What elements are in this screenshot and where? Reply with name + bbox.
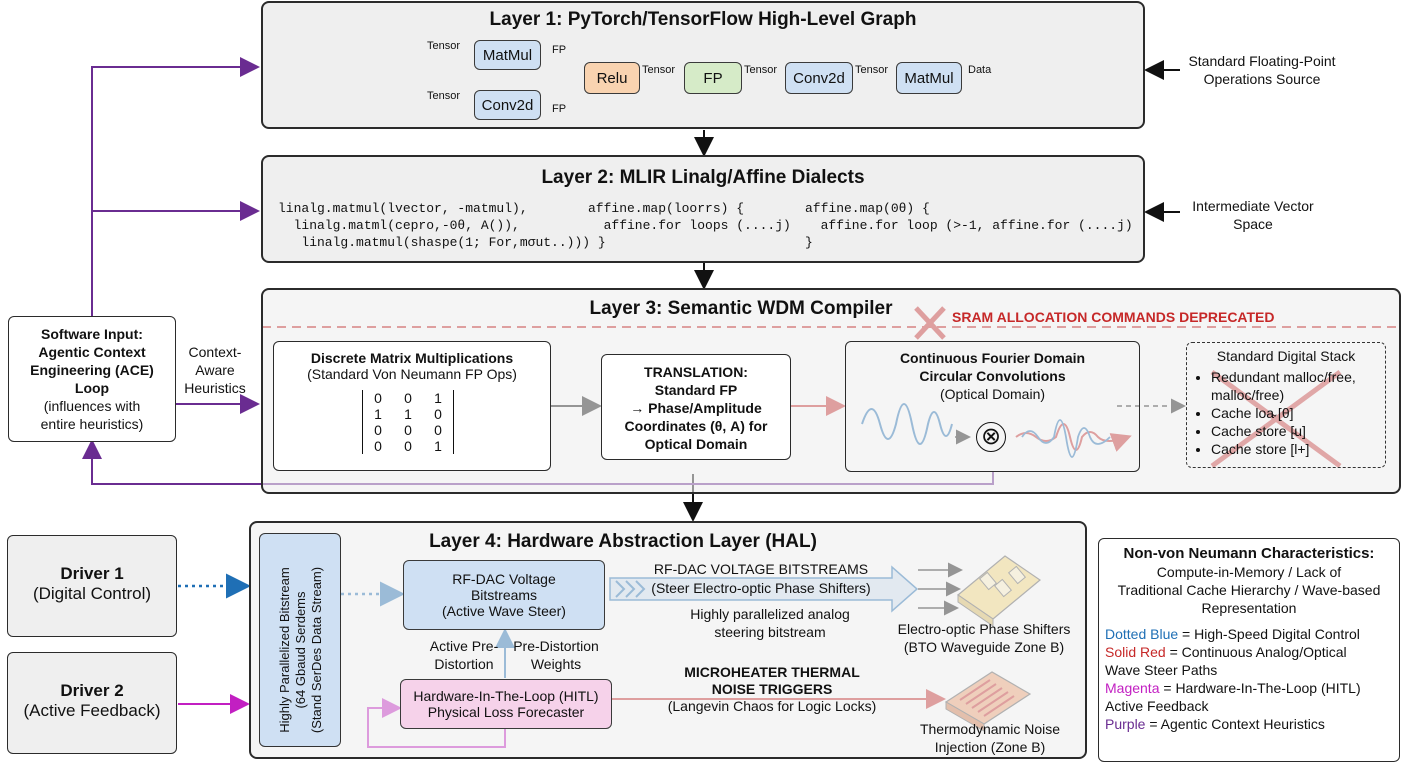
translation-box: TRANSLATION: Standard FP → Phase/Amplitu… [601, 354, 791, 460]
deprecated-label: SRAM ALLOCATION COMMANDS DEPRECATED [952, 309, 1275, 325]
layer2-code-col2: affine.map(loorrs) { affine.for loops (.… [588, 201, 791, 233]
discrete-subtitle: (Standard Von Neumann FP Ops) [307, 366, 517, 382]
edge-label-data: Data [968, 64, 992, 76]
matmul-node-2: MatMul [896, 62, 962, 94]
digital-stack-item: Cache store [l+] [1211, 440, 1385, 458]
bitstream-label: Highly Parallelized Bitstream (64 Gbaud … [277, 566, 324, 734]
matmul-node-1: MatMul [474, 40, 541, 70]
analog-note: Highly parallelized analog steering bits… [690, 606, 850, 640]
legend-entry-purple: Purple = Agentic Context Heuristics [1105, 716, 1325, 732]
legend-title: Non-von Neumann Characteristics: [1123, 545, 1375, 562]
driver2-box: Driver 2 (Active Feedback) [7, 652, 177, 754]
edge-label-tensor-b: Tensor [744, 64, 778, 76]
software-input-box: Software Input: Agentic Context Engineer… [8, 316, 176, 442]
layer2-side-note: Intermediate Vector Space [1192, 198, 1314, 232]
edge-label-fp1: FP [552, 44, 567, 56]
digital-stack-item: Cache store [̴u] [1211, 422, 1385, 440]
predist-left-label: Active Pre- Distortion [429, 638, 499, 672]
discrete-title: Discrete Matrix Multiplications [310, 350, 514, 366]
rfdac-box: RF-DAC Voltage Bitstreams (Active Wave S… [403, 560, 605, 630]
bitstream-box: Highly Parallelized Bitstream (64 Gbaud … [259, 533, 341, 747]
layer4-title: Layer 4: Hardware Abstraction Layer (HAL… [429, 531, 817, 552]
edge-label-fp2: FP [552, 103, 567, 115]
legend-entry-red: Solid Red = Continuous Analog/Optical Wa… [1105, 644, 1347, 678]
convolution-op-icon: ⊗ [976, 422, 1006, 452]
digital-stack-item: Cache loa̴ [θ] [1211, 404, 1385, 422]
rf-arrow-label: RF-DAC VOLTAGE BITSTREAMS (Steer Electro… [651, 561, 871, 596]
driver1-box: Driver 1 (Digital Control) [7, 535, 177, 637]
digital-stack-title: Standard Digital Stack [1216, 348, 1356, 364]
fourier-box: Continuous Fourier Domain Circular Convo… [845, 341, 1140, 472]
layer4-panel: Layer 4: Hardware Abstraction Layer (HAL… [249, 521, 1087, 759]
relu-node: Relu [584, 62, 640, 94]
edge-label-tensor-in1: Tensor [427, 40, 461, 52]
layer1-title: Layer 1: PyTorch/TensorFlow High-Level G… [489, 9, 917, 30]
legend-box: Non-von Neumann Characteristics: Compute… [1098, 538, 1400, 762]
thermo-label: Thermodynamic Noise Injection (Zone B) [919, 721, 1061, 755]
phase-shifters-label: Electro-optic Phase Shifters (BTO Wavegu… [897, 621, 1071, 655]
hitl-box: Hardware-In-The-Loop (HITL) Physical Los… [400, 679, 612, 729]
layer2-code-col3: affine.map(0θ) { affine.for loop (>-1, a… [805, 201, 1133, 250]
conv2d-node-1: Conv2d [474, 90, 541, 120]
conv2d-node-2: Conv2d [785, 62, 853, 94]
legend-entry-blue: Dotted Blue = High-Speed Digital Control [1105, 626, 1360, 642]
legend-entry-magenta: Magenta = Hardware-In-The-Loop (HITL) Ac… [1105, 680, 1361, 714]
fp-node: FP [684, 62, 742, 94]
edge-label-tensor-a: Tensor [642, 64, 676, 76]
edge-label-tensor-c: Tensor [855, 64, 889, 76]
layer2-panel: Layer 2: MLIR Linalg/Affine Dialects [261, 155, 1145, 263]
edge-label-tensor-in2: Tensor [427, 90, 461, 102]
layer1-side-note: Standard Floating-Point Operations Sourc… [1188, 53, 1336, 87]
digital-stack-box: Standard Digital Stack Redundant malloc/… [1186, 342, 1386, 468]
layer3-title: Layer 3: Semantic WDM Compiler [589, 298, 893, 319]
digital-stack-item: Redundant malloc/free, malloc/free) [1211, 368, 1385, 404]
predist-right-label: Pre-Distortion Weights [513, 638, 599, 672]
heuristics-label: Context- Aware Heuristics [184, 344, 246, 396]
microheater-label: MICROHEATER THERMAL NOISE TRIGGERS (Lang… [667, 664, 877, 714]
discrete-matrix-box: Discrete Matrix Multiplications (Standar… [273, 341, 551, 471]
legend-desc: Compute-in-Memory / Lack of Traditional … [1117, 564, 1381, 616]
layer2-title: Layer 2: MLIR Linalg/Affine Dialects [541, 167, 865, 188]
layer2-code-col1: linalg.matmul(lvector, -matmul), linalg.… [278, 201, 606, 250]
